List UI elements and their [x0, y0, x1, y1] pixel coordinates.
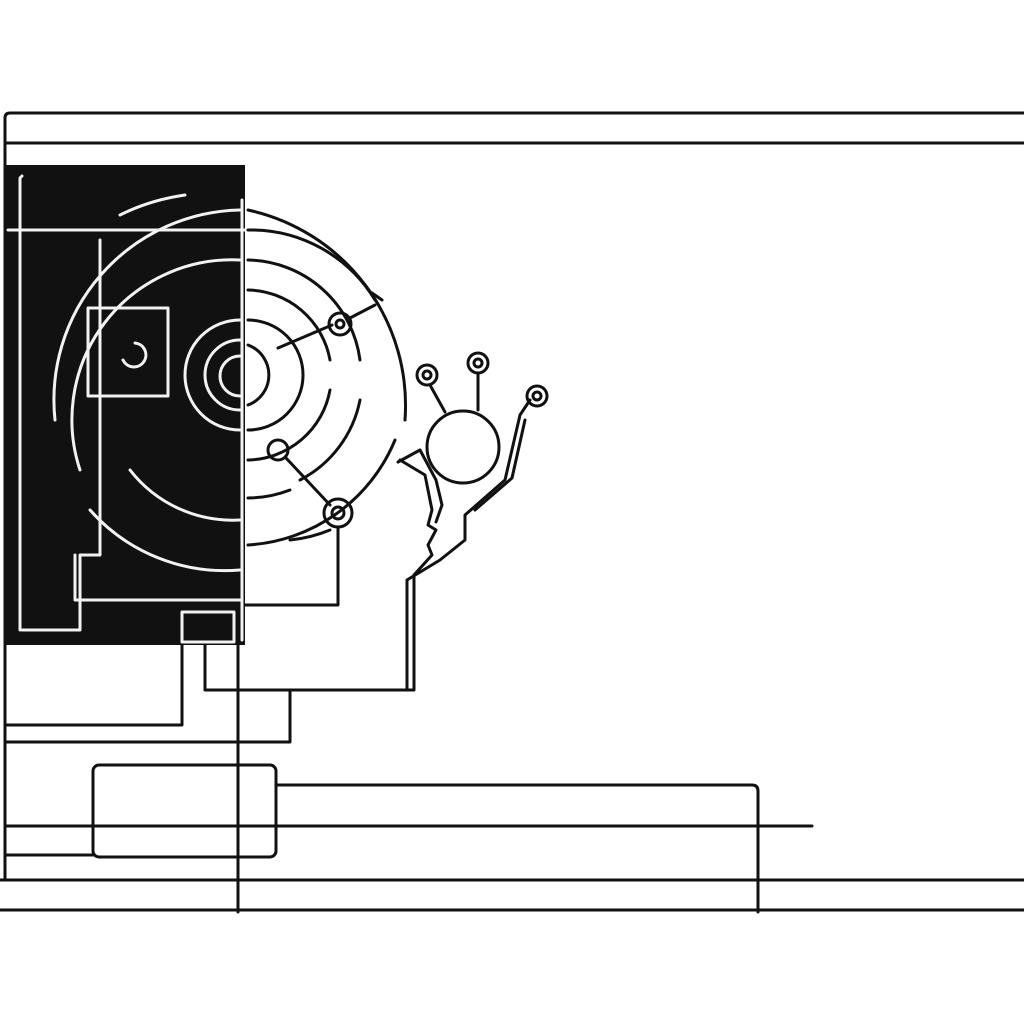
circuit-head-icon [3, 351, 549, 744]
wire-mid-drop [203, 643, 292, 692]
node-link-4 [243, 525, 340, 607]
bottom-module-box [91, 763, 278, 859]
black-panel-inner-frame [18, 174, 24, 632]
ring-4b [246, 388, 332, 462]
panel-arc-1 [118, 193, 187, 217]
bottom-wiring [3, 643, 814, 914]
panel-lens-ring [183, 318, 242, 432]
frame-top-bar [3, 111, 1024, 882]
ring-2 [246, 228, 377, 302]
antenna-node-icon [415, 363, 439, 387]
ring-3b [298, 398, 362, 482]
ring-outer [246, 208, 408, 422]
panel-arc-4 [88, 508, 242, 573]
antenna-link-1 [428, 383, 447, 414]
head-profile-outline [3, 458, 438, 744]
panel-arc-5 [128, 468, 242, 522]
head-profile-inner [396, 448, 444, 524]
bottom-module-bus [274, 783, 760, 914]
wire-left-drop [3, 643, 184, 727]
black-panel-step-path-2 [73, 553, 244, 602]
panel-lens-core [218, 354, 242, 398]
concentric-rings-icon [246, 208, 408, 547]
circuit-node-core [334, 318, 346, 330]
camera-lens-icon [121, 341, 148, 369]
antenna-node-icon [525, 384, 549, 408]
ring-outer-b [246, 438, 397, 547]
panel-lens-ring-inner [203, 338, 242, 412]
panel-connector-box [180, 610, 236, 644]
head-circuit-trace-2 [473, 418, 527, 512]
panel-arc-3 [70, 258, 242, 472]
ring-4 [246, 288, 332, 362]
ring-6 [246, 343, 271, 407]
antenna-node-core [421, 369, 433, 381]
node-link-2 [348, 303, 377, 320]
head-circuit-trace [405, 398, 532, 692]
antenna-node-core [531, 390, 543, 402]
window-frame [0, 111, 1024, 912]
circuit-node-icon [266, 438, 290, 462]
black-panel-step-path [20, 238, 102, 632]
head-brain-node-icon [425, 409, 501, 485]
ring-5 [246, 318, 305, 432]
node-link-1 [276, 323, 334, 350]
circuit-node-icon [327, 311, 353, 337]
black-panel-fill [5, 165, 245, 645]
antenna-node-icon [466, 351, 490, 375]
ring-low-arc-2 [288, 528, 332, 542]
node-link-3 [284, 456, 332, 507]
antenna-node-core [472, 357, 484, 369]
ring-3 [246, 258, 362, 362]
panel-arc-2 [52, 208, 242, 422]
circuit-nodes [243, 303, 377, 607]
black-panel [5, 165, 247, 645]
circuit-node-core [330, 505, 346, 521]
ring-2b [370, 291, 384, 302]
ring-low-arc [246, 488, 292, 500]
